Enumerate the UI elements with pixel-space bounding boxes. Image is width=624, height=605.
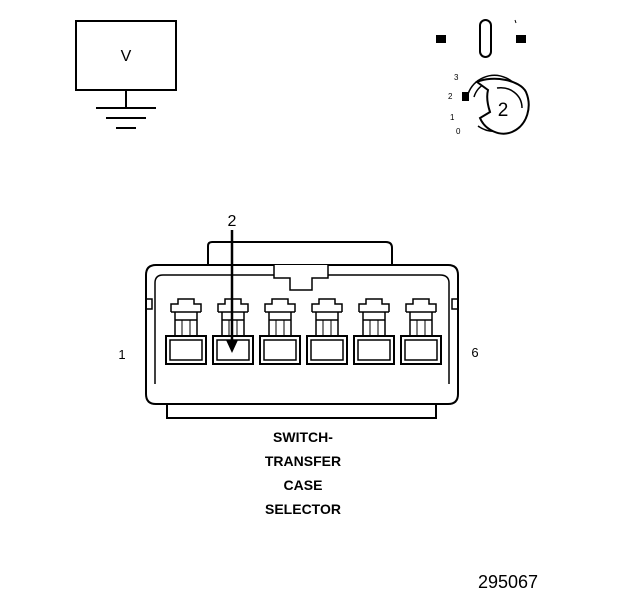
connector-inner-ridge xyxy=(154,274,450,384)
connector-key xyxy=(273,265,329,291)
figure-number: 295067 xyxy=(478,572,538,592)
ignition-position-2: 2 xyxy=(448,92,453,101)
voltmeter-symbol: V xyxy=(75,20,177,129)
voltmeter-label: V xyxy=(121,48,132,65)
connector-name-line-3: CASE xyxy=(284,477,323,493)
switch-contact-left xyxy=(436,35,446,43)
pin-label-1: 1 xyxy=(118,347,125,362)
connector-symbol: 2 1 6 xyxy=(118,213,479,419)
pin-label-6: 6 xyxy=(471,345,478,360)
connector-housing xyxy=(145,264,459,405)
switch-contact-right xyxy=(516,35,526,43)
pin-callout-arrow xyxy=(226,230,238,353)
ignition-switch-symbol: 3 2 1 0 2 xyxy=(436,19,530,136)
connector-latch xyxy=(207,241,393,265)
connector-pin-3 xyxy=(259,298,301,365)
connector-base xyxy=(166,404,437,419)
ignition-position-3: 3 xyxy=(454,73,459,82)
ignition-key-icon xyxy=(462,74,530,135)
switch-blade xyxy=(479,19,492,58)
connector-name-line-4: SELECTOR xyxy=(265,501,341,517)
key-position-marker xyxy=(462,92,469,101)
connector-pins xyxy=(165,298,442,365)
connector-pin-5 xyxy=(353,298,395,365)
connector-name-line-2: TRANSFER xyxy=(265,453,341,469)
ignition-position-1: 1 xyxy=(450,113,455,122)
connector-pin-1 xyxy=(165,298,207,365)
ignition-key-label: 2 xyxy=(498,100,509,121)
connector-name-line-1: SWITCH- xyxy=(273,429,333,445)
ground-icon xyxy=(96,107,156,129)
callout-pin-label: 2 xyxy=(228,213,237,230)
ignition-position-0: 0 xyxy=(456,127,461,136)
connector-pin-4 xyxy=(306,298,348,365)
connector-pin-6 xyxy=(400,298,442,365)
connector-name-block: SWITCH- TRANSFER CASE SELECTOR xyxy=(265,429,341,517)
